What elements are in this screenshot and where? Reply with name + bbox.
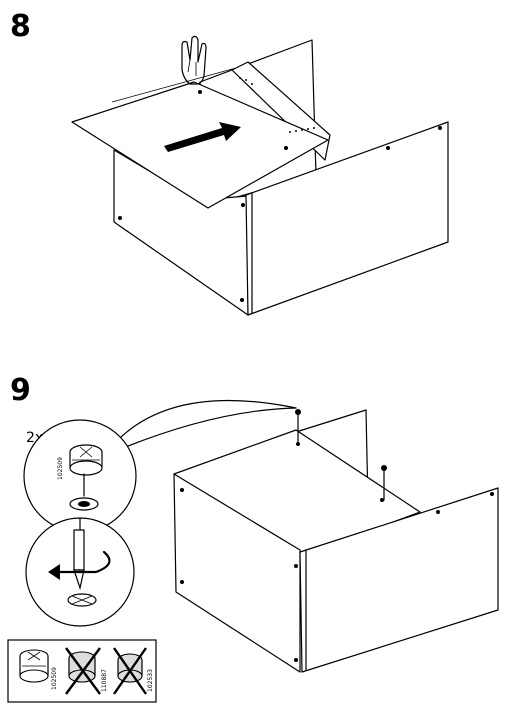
step-9-number: 9	[10, 373, 31, 408]
cam-lock-forbidden-icon: 102533	[113, 647, 154, 695]
step-8-number: 8	[10, 9, 31, 44]
cam-lock-part-number: 102509	[57, 457, 64, 480]
step-9-drawing: 102509	[23, 399, 499, 673]
cam-lock-forbidden-icon: 110887	[65, 647, 108, 695]
legend-part-2: 110887	[101, 669, 108, 692]
screwdriver-detail-circle	[25, 517, 135, 627]
legend-part-1: 102509	[51, 667, 58, 690]
left-side-panel-step9	[173, 473, 301, 673]
cam-lock-detail-circle: 102509	[23, 419, 137, 533]
part-legend: 102509 110887 102533	[7, 639, 157, 703]
right-side-panel-step9	[299, 487, 499, 673]
step-8-drawing	[71, 35, 449, 316]
hand-icon	[181, 35, 207, 85]
top-panel	[71, 81, 329, 209]
rotate-arrow-icon	[54, 550, 111, 574]
slide-in-arrow-icon	[164, 122, 241, 152]
right-side-panel	[245, 121, 449, 316]
legend-part-3: 102533	[147, 669, 154, 692]
cam-lock-allowed-icon: 102509	[19, 649, 58, 690]
